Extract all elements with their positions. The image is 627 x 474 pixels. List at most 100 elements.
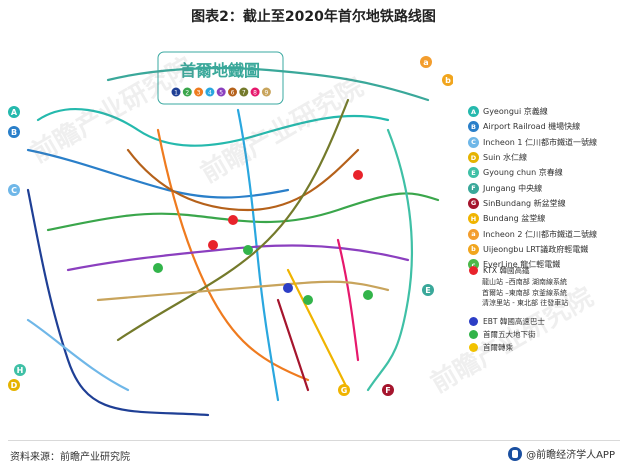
legend-item: E Gyoung chun 京春線 xyxy=(468,165,626,180)
legend-badge-icon: F xyxy=(468,182,479,194)
legend-item-label: Gyoung chun 京春線 xyxy=(483,168,563,178)
ktx-note-2: 首爾站 –東南部 京釜線系統 xyxy=(482,288,567,297)
line-airport xyxy=(26,148,290,199)
banner-line-dot-8 xyxy=(250,87,260,97)
legend-item: D Suin 水仁線 xyxy=(468,150,626,165)
line-gyoungchun xyxy=(366,128,414,392)
corner-badge xyxy=(14,364,26,376)
legend-item: b Uijeongbu LRT議政府輕電鐵 xyxy=(468,242,626,257)
line-9 xyxy=(96,280,390,302)
line-network xyxy=(26,66,440,417)
legend-badge-icon: C xyxy=(468,136,479,148)
legend-mall-label: 首爾五大地下街 xyxy=(483,329,536,339)
line-bundang xyxy=(286,268,350,392)
source-text: 资料来源：前瞻产业研究院 xyxy=(10,452,130,463)
banner-line-number: 7 xyxy=(242,89,246,96)
ktx-station-yongsan xyxy=(208,240,218,250)
corner-badge-label: G xyxy=(341,386,348,395)
corner-badge-label: b xyxy=(445,76,451,85)
legend-badge-icon: G xyxy=(468,197,479,209)
corner-badge xyxy=(422,284,434,296)
line-7 xyxy=(116,98,350,342)
ktx-dot-icon xyxy=(469,266,478,275)
legend-mall: 首爾五大地下街 xyxy=(468,328,626,341)
figure-title: 图表2：截止至2020年首尔地铁路线图 xyxy=(191,9,436,25)
corner-badge-label: a xyxy=(423,58,428,67)
brand-logo-icon xyxy=(508,446,523,461)
footer-divider xyxy=(8,440,620,441)
ebt-dot-icon xyxy=(469,316,478,326)
corner-badge xyxy=(8,126,20,138)
corner-badge-label: F xyxy=(385,386,390,395)
legend-item: B Airport Railroad 機場快線 xyxy=(468,119,626,134)
corner-badge xyxy=(8,184,20,196)
legend-item-label: Incheon 1 仁川都市鐵道一號線 xyxy=(483,137,597,147)
line-incheon1 xyxy=(26,318,130,392)
legend-badge-icon: a xyxy=(468,228,479,240)
underground-mall-2 xyxy=(243,245,253,255)
ktx-station-cheongnyangni xyxy=(353,170,363,180)
legend-badge-icon: D xyxy=(468,152,479,164)
legend-badge-icon: b xyxy=(468,243,479,255)
legend-badge-icon: E xyxy=(468,167,479,179)
legend-special: KTX 韓國高鐵 龍山站 –西南部 湖南線系統 首爾站 –東南部 京釜線系統 清… xyxy=(468,264,626,354)
legend-item-label: Suin 水仁線 xyxy=(483,153,527,163)
legend-item-label: Uijeongbu LRT議政府輕電鐵 xyxy=(483,244,589,254)
banner-line-number: 2 xyxy=(185,89,189,96)
legend-item-label: Jungang 中央線 xyxy=(483,183,543,193)
legend-item-label: EverLine 龍仁輕電鐵 xyxy=(483,260,561,270)
transfer-dot-icon xyxy=(469,342,478,352)
corner-badge xyxy=(8,379,20,391)
underground-mall-3 xyxy=(363,290,373,300)
ktx-note-3: 清涼里站 - 東北部 往發車站 xyxy=(482,299,569,307)
line-gyeongui xyxy=(36,108,390,147)
banner-line-number: 8 xyxy=(253,89,257,96)
banner-line-dot-2 xyxy=(182,87,192,97)
corner-badge-label: E xyxy=(425,286,430,295)
legend-item-label: Gyeongui 京義線 xyxy=(483,107,548,117)
legend-ebt-label: EBT 韓國高速巴士 xyxy=(483,316,545,326)
ktx-note-1: 龍山站 –西南部 湖南線系統 xyxy=(482,278,567,286)
corner-badge xyxy=(8,106,20,118)
banner-line-dot-9 xyxy=(261,87,271,97)
legend-item: F Jungang 中央線 xyxy=(468,180,626,195)
line-4 xyxy=(236,108,280,402)
legend-badge-icon: B xyxy=(468,121,479,133)
legend-item: H Bundang 盆堂線 xyxy=(468,211,626,226)
banner-line-dot-6 xyxy=(228,87,237,97)
corner-badge-label: H xyxy=(17,366,24,375)
line-jungang xyxy=(106,66,430,102)
corner-badge xyxy=(420,56,432,68)
line-sinbundang xyxy=(276,298,310,392)
line-1 xyxy=(26,188,210,417)
banner-title: 首爾地鐵圖 xyxy=(180,61,260,80)
line-3 xyxy=(156,128,310,382)
banner-line-number: 1 xyxy=(174,89,178,96)
legend-ktx: KTX 韓國高鐵 xyxy=(468,264,626,277)
banner-line-dot-5 xyxy=(216,87,226,97)
underground-mall-4 xyxy=(303,295,313,305)
legend-transfer-label: 首爾轉乘 xyxy=(483,342,513,352)
legend-item: a Incheon 2 仁川都市鐵道二號線 xyxy=(468,226,626,241)
legend-item-label: Bundang 盆堂線 xyxy=(483,214,546,224)
legend-badge-icon: H xyxy=(468,213,479,225)
line-5 xyxy=(66,244,410,272)
legend-item-label: Airport Railroad 機場快線 xyxy=(483,122,581,132)
banner-line-number: 9 xyxy=(264,89,268,96)
line-8 xyxy=(336,238,360,362)
banner-line-number: 4 xyxy=(208,89,212,96)
line-6 xyxy=(126,148,360,212)
ebt-station xyxy=(283,283,293,293)
legend-item-label: Incheon 2 仁川都市鐵道二號線 xyxy=(483,229,597,239)
banner-line-number: 3 xyxy=(197,89,201,96)
banner-line-dot-4 xyxy=(205,87,215,97)
corner-badge-label: D xyxy=(11,381,18,390)
banner-line-number: 5 xyxy=(219,89,223,96)
brand-text: @前瞻经济学人APP xyxy=(526,450,615,461)
